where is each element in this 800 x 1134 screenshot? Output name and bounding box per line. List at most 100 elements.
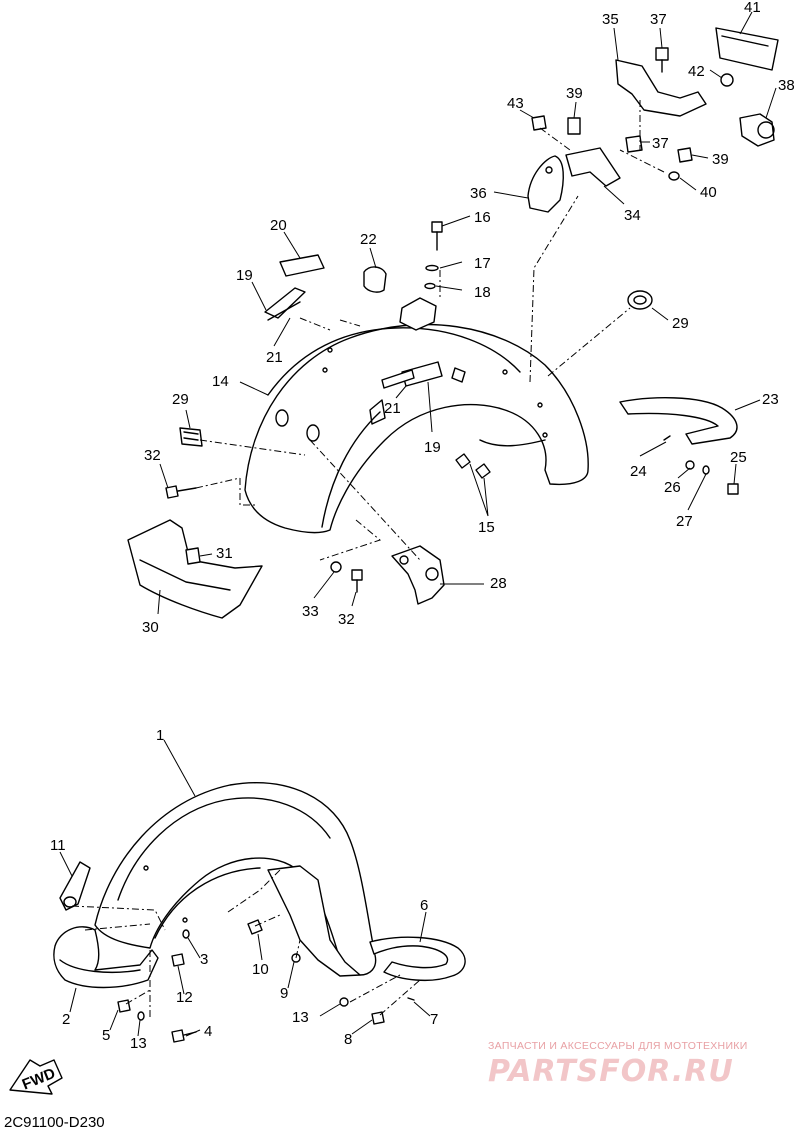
callout-33: 33 — [302, 603, 319, 620]
callout-1: 1 — [156, 727, 164, 744]
callout-29: 29 — [672, 315, 689, 332]
inner-fender — [267, 865, 361, 977]
callout-21: 21 — [266, 349, 283, 366]
bolt-part-10 — [247, 919, 263, 935]
front-fender-part-1 — [94, 782, 377, 976]
callout-22: 22 — [360, 231, 377, 248]
watermark-caption: ЗАПЧАСТИ И АКСЕССУАРЫ ДЛЯ МОТОТЕХНИКИ — [488, 1040, 748, 1052]
callout-28: 28 — [490, 575, 507, 592]
callout-32: 32 — [144, 447, 161, 464]
watermark: ЗАПЧАСТИ И АКСЕССУАРЫ ДЛЯ МОТОТЕХНИКИ PA… — [488, 1040, 788, 1089]
bolt-part-12 — [171, 953, 185, 967]
washer-part-18 — [424, 282, 436, 290]
callout-19: 19 — [424, 439, 441, 456]
fender-stay-part-6 — [369, 936, 466, 981]
washer-part-3 — [182, 929, 190, 939]
callout-9: 9 — [280, 985, 288, 1002]
callout-15: 15 — [478, 519, 495, 536]
bolt-part-8 — [371, 1011, 385, 1025]
nut-part-42 — [720, 73, 734, 87]
callout-7: 7 — [430, 1011, 438, 1028]
callout-43: 43 — [507, 95, 524, 112]
callout-27: 27 — [676, 513, 693, 530]
leader-lines — [59, 11, 777, 1037]
washer-part-13-left — [137, 1011, 145, 1021]
washer-part-17 — [425, 264, 439, 272]
washer-part-33 — [330, 561, 342, 573]
callout-32: 32 — [338, 611, 355, 628]
callout-37: 37 — [650, 11, 667, 28]
callout-29: 29 — [172, 391, 189, 408]
callout-30: 30 — [142, 619, 159, 636]
callout-20: 20 — [270, 217, 287, 234]
plate-part-28 — [391, 545, 445, 605]
bolt-part-39-upper — [567, 117, 581, 135]
callout-23: 23 — [762, 391, 779, 408]
pad-part-20 — [279, 254, 325, 277]
washer-part-27 — [702, 465, 710, 475]
callout-36: 36 — [470, 185, 487, 202]
plate-part-41 — [715, 27, 779, 71]
callout-25: 25 — [730, 449, 747, 466]
callout-42: 42 — [688, 63, 705, 80]
callout-13: 13 — [130, 1035, 147, 1052]
callout-12: 12 — [176, 989, 193, 1006]
callout-2: 2 — [62, 1011, 70, 1028]
grab-bar-part-23 — [619, 397, 738, 445]
bolt-part-37-middle — [625, 135, 643, 153]
callout-16: 16 — [474, 209, 491, 226]
callout-3: 3 — [200, 951, 208, 968]
callout-34: 34 — [624, 207, 641, 224]
callout-39: 39 — [712, 151, 729, 168]
grommet-part-29-right — [627, 290, 653, 310]
bolt-part-25 — [727, 483, 739, 495]
callout-24: 24 — [630, 463, 647, 480]
bolt-part-32-lower — [351, 569, 363, 593]
callout-5: 5 — [102, 1027, 110, 1044]
callout-14: 14 — [212, 373, 229, 390]
callout-41: 41 — [744, 0, 761, 16]
washer-part-13-right — [339, 997, 349, 1007]
bolt-part-37-upper — [655, 47, 669, 73]
assembly-lines-lower — [71, 869, 421, 1020]
watermark-logo: PARTSFOR.RU — [488, 1054, 734, 1089]
bracket-part-34 — [565, 147, 621, 187]
clamp-part-22 — [363, 266, 387, 293]
callout-11: 11 — [50, 837, 66, 854]
grommet-part-29-left — [179, 427, 203, 447]
stay-part-35 — [615, 59, 707, 117]
callout-35: 35 — [602, 11, 619, 28]
washer-part-40 — [668, 171, 680, 181]
bolt-part-39-middle — [677, 147, 693, 163]
callout-6: 6 — [420, 897, 428, 914]
bracket-part-36 — [527, 155, 564, 213]
nut-part-5 — [117, 999, 131, 1013]
callout-19: 19 — [236, 267, 253, 284]
callout-38: 38 — [778, 77, 795, 94]
callout-13: 13 — [292, 1009, 309, 1026]
fwd-arrow-icon: FWD — [9, 1059, 63, 1095]
callout-18: 18 — [474, 284, 491, 301]
pad-part-15 — [455, 453, 491, 479]
washer-part-7 — [407, 997, 415, 1001]
callout-4: 4 — [204, 1023, 212, 1040]
bolt-part-16 — [431, 221, 443, 251]
washer-part-26 — [685, 460, 695, 470]
callout-26: 26 — [664, 479, 681, 496]
bolt-part-32-left — [165, 485, 197, 499]
bolt-part-4 — [171, 1029, 197, 1043]
callout-10: 10 — [252, 961, 269, 978]
callout-37: 37 — [652, 135, 669, 152]
callout-39: 39 — [566, 85, 583, 102]
pad-part-19-upper — [264, 287, 306, 321]
callout-labels: 35 37 41 42 38 43 39 37 39 40 36 34 20 2… — [50, 0, 795, 1052]
callout-17: 17 — [474, 255, 491, 272]
side-cover-part-30 — [127, 519, 263, 619]
reflector-part-38 — [739, 113, 775, 147]
callout-21: 21 — [384, 400, 401, 417]
nut-part-31 — [185, 547, 201, 565]
bracket-clip — [399, 297, 437, 331]
callout-31: 31 — [216, 545, 233, 562]
rear-fender-part-14 — [244, 323, 589, 534]
